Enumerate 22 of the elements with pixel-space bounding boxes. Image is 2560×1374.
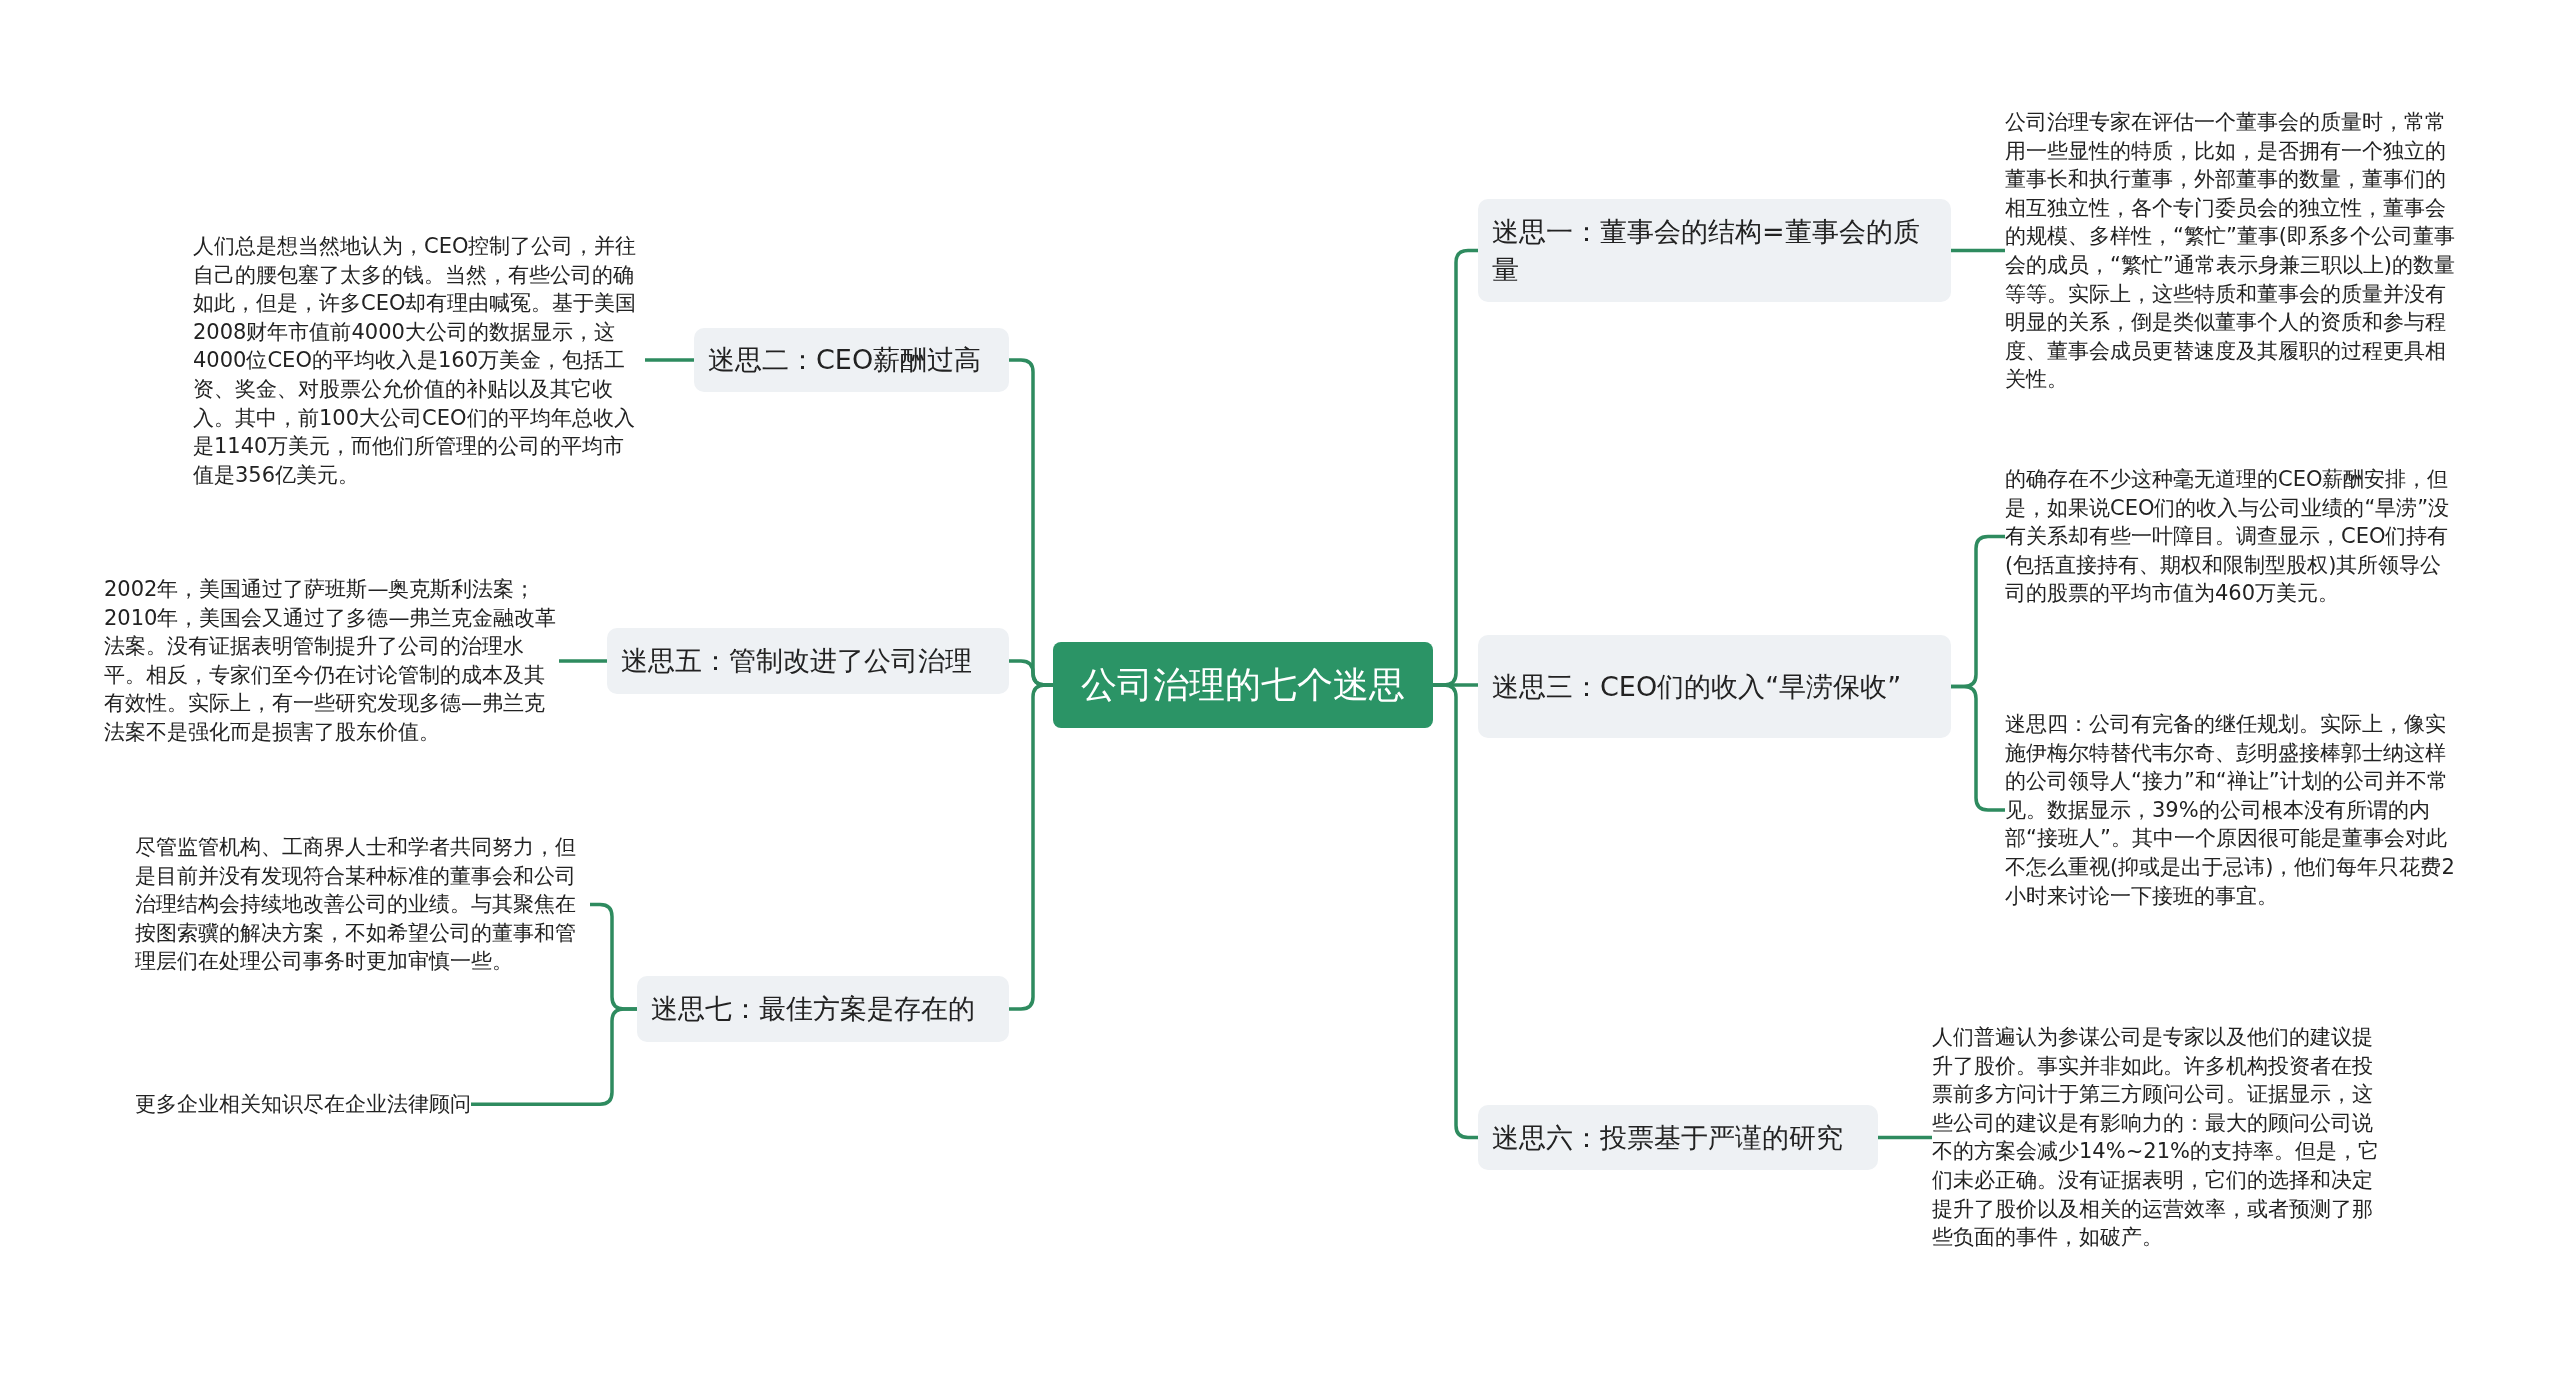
note-text: 人们总是想当然地认为，CEO控制了公司，并往自己的腰包塞了太多的钱。当然，有些公司的确如此，但是，许多CEO却有理由喊冤。基于美国2008财年市值前4000大公司的数据显示，这4000位CEO的平均收入是160万美金，包括工资、奖金、对股票公允价值的补贴以及其它收入。其中，前100大公司CEO们的平均年总收入是1140万美元，而他们所管理的公司的平均市值是356亿美元。 <box>193 232 645 490</box>
topic-box: 迷思六：投票基于严谨的研究 <box>1478 1105 1878 1170</box>
topic-box: 迷思二：CEO薪酬过高 <box>694 328 1009 392</box>
connector <box>645 358 694 362</box>
connector <box>1951 248 2005 253</box>
note-text: 2002年，美国通过了萨班斯—奥克斯利法案；2010年，美国会又通过了多德—弗兰克金融改革法案。没有证据表明管制提升了公司的治理水平。相反，专家们至今仍在讨论管制的成本及其有效性。实际上，有一些研究发现多德—弗兰克法案不是强化而是损害了股东价值。 <box>104 575 559 747</box>
note-text: 尽管监管机构、工商界人士和学者共同努力，但是目前并没有发现符合某种标准的董事会和公司治理结构会持续地改善公司的业绩。与其聚焦在按图索骥的解决方案，不如希望公司的董事和管理层们在处理公司事务时更加审慎一些。 <box>135 833 590 976</box>
note-text: 的确存在不少这种毫无道理的CEO薪酬安排，但是，如果说CEO们的收入与公司业绩的“旱涝”没有关系却有些一叶障目。调查显示，CEO们持有(包括直接持有、期权和限制型股权)其所领导公司的股票的平均市值为460万美元。 <box>2005 465 2460 608</box>
topic-box: 迷思五：管制改进了公司治理 <box>607 628 1009 694</box>
connector <box>1433 683 1478 1140</box>
note-text: 公司治理专家在评估一个董事会的质量时，常常用一些显性的特质，比如，是否拥有一个独立的董事长和执行董事，外部董事的数量，董事们的相互独立性，各个专门委员会的独立性，董事会的规模、多样性，“繁忙”董事(即系多个公司董事会的成员，“繁忙”通常表示身兼三职以上)的数量等等。实际上，这些特质和董事会的质量并没有明显的关系，倒是类似董事个人的资质和参与程度、董事会成员更替速度及其履职的过程更具相关性。 <box>2005 108 2460 394</box>
connector <box>1878 1135 1932 1140</box>
note-text: 人们普遍认为参谋公司是专家以及他们的建议提升了股价。事实并非如此。许多机构投资者在投票前多方问计于第三方顾问公司。证据显示，这些公司的建议是有影响力的：最大的顾问公司说不的方案会减少14%~21%的支持率。但是，它们未必正确。没有证据表明，它们的选择和决定提升了股价以及相关的运营效率，或者预测了那些负面的事件，如破产。 <box>1932 1023 2387 1252</box>
connector <box>471 1007 637 1107</box>
topic-box: 迷思七：最佳方案是存在的 <box>637 976 1009 1042</box>
note-text: 迷思四：公司有完备的继任规划。实际上，像实施伊梅尔特替代韦尔奇、彭明盛接棒郭士纳这样的公司领导人“接力”和“禅让”计划的公司并不常见。数据显示，39%的公司根本没有所谓的内部“接班人”。其中一个原因很可能是董事会对此不怎么重视(抑或是出于忌讳)，他们每年只花费2小时来讨论一下接班的事宜。 <box>2005 710 2460 911</box>
central-topic-box: 公司治理的七个迷思 <box>1053 642 1433 728</box>
note-text: 更多企业相关知识尽在企业法律顾问 <box>135 1090 471 1119</box>
connector <box>1009 683 1053 1011</box>
topic-box: 迷思三：CEO们的收入“旱涝保收” <box>1478 635 1951 738</box>
topic-box: 迷思一：董事会的结构=董事会的质量 <box>1478 199 1951 302</box>
connector <box>559 659 607 663</box>
